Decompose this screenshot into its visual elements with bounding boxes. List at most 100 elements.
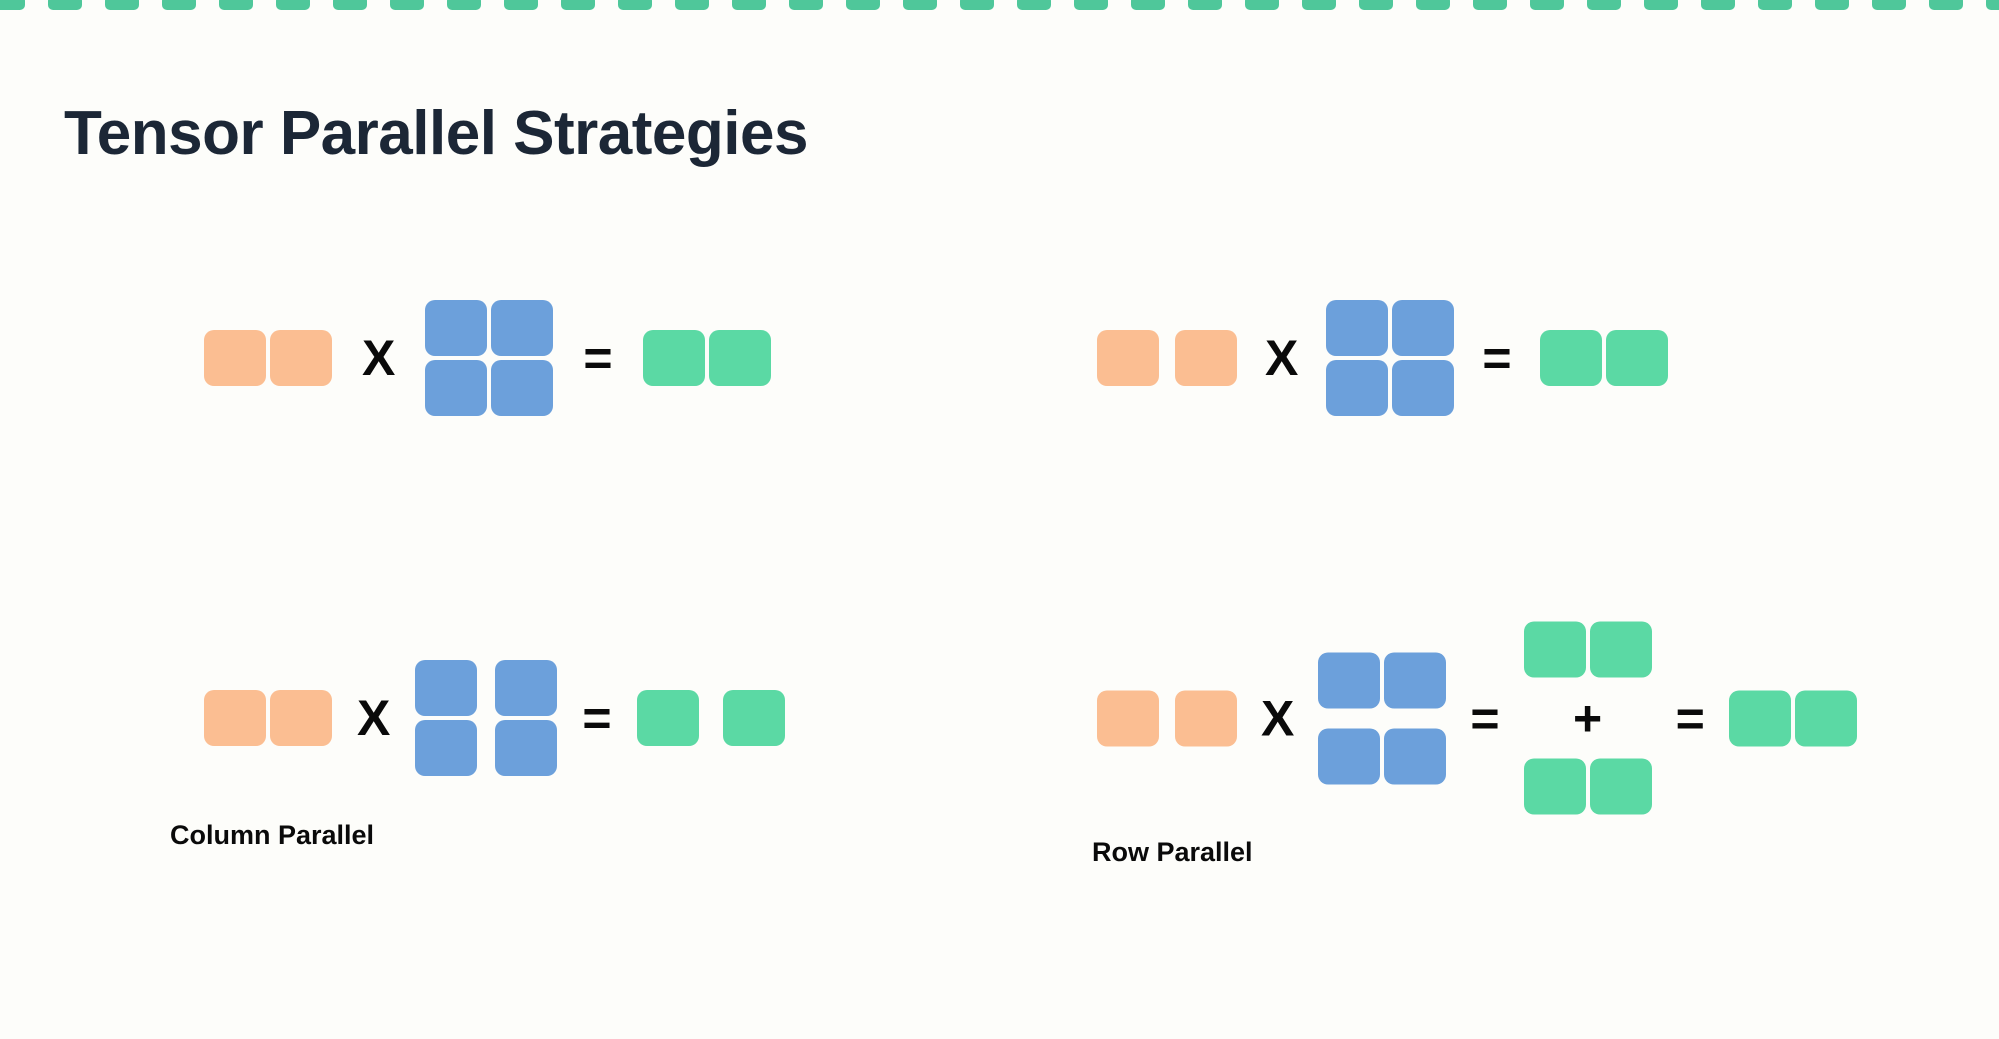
input-block	[1097, 690, 1159, 746]
weight-block	[1384, 728, 1447, 784]
strip-square	[219, 0, 253, 10]
diagram-column-parallel: X=	[204, 660, 785, 776]
weight-block	[1326, 300, 1389, 356]
strip-square	[447, 0, 481, 10]
weight-block	[415, 720, 478, 776]
multiply-symbol: X	[357, 690, 391, 746]
weight-block	[1318, 652, 1381, 708]
strip-square	[504, 0, 538, 10]
equals-symbol: =	[583, 330, 613, 386]
strip-square	[675, 0, 709, 10]
strip-square	[162, 0, 196, 10]
weight-block	[425, 360, 488, 416]
strip-square	[903, 0, 937, 10]
output-block	[1605, 330, 1668, 386]
strip-square	[1815, 0, 1849, 10]
strip-square	[789, 0, 823, 10]
weight-matrix	[425, 300, 554, 416]
strip-square	[1302, 0, 1336, 10]
row-parallel-label: Row Parallel	[1092, 837, 1253, 867]
strip-square	[1530, 0, 1564, 10]
strip-square	[333, 0, 367, 10]
strip-square	[0, 0, 25, 10]
output-vector	[1728, 690, 1857, 746]
input-block	[204, 330, 266, 386]
strip-square	[1245, 0, 1279, 10]
weight-block	[495, 660, 558, 716]
partial-sum-stack: +	[1523, 621, 1652, 815]
multiply-symbol: X	[1261, 690, 1295, 746]
weight-block	[491, 360, 554, 416]
output-vector	[636, 690, 785, 746]
strip-square	[105, 0, 139, 10]
strip-square	[1074, 0, 1108, 10]
weight-block	[491, 300, 554, 356]
strip-square	[561, 0, 595, 10]
input-block	[270, 690, 332, 746]
strip-square	[1359, 0, 1393, 10]
weight-block	[1392, 300, 1455, 356]
input-block	[270, 330, 332, 386]
weight-block	[495, 720, 558, 776]
output-vector	[1523, 758, 1652, 815]
output-block	[1523, 758, 1586, 815]
strip-square	[1131, 0, 1165, 10]
strip-square	[1017, 0, 1051, 10]
strip-square	[1587, 0, 1621, 10]
plus-symbol: +	[1572, 690, 1603, 746]
weight-matrix	[415, 660, 558, 776]
equals-symbol: =	[1482, 330, 1512, 386]
equals-symbol: =	[1675, 690, 1705, 746]
top-decor-strip	[0, 0, 1999, 12]
input-vector	[204, 690, 332, 746]
equals-symbol: =	[1470, 690, 1500, 746]
output-block	[1539, 330, 1602, 386]
equals-symbol: =	[582, 690, 612, 746]
plus-row: +	[1573, 678, 1602, 759]
strip-square	[1986, 0, 1999, 10]
strip-square	[1758, 0, 1792, 10]
input-block	[204, 690, 266, 746]
strip-square	[618, 0, 652, 10]
input-block	[1097, 330, 1159, 386]
output-block	[1523, 621, 1586, 678]
weight-matrix	[1326, 300, 1455, 416]
diagram-baseline-split-input: X=	[1097, 300, 1668, 416]
strip-square	[1872, 0, 1906, 10]
multiply-symbol: X	[362, 330, 396, 386]
weight-block	[1326, 360, 1389, 416]
diagram-row-parallel: X = + =	[1097, 621, 1857, 815]
output-vector	[1523, 621, 1652, 678]
output-vector	[1539, 330, 1668, 386]
strip-square	[1473, 0, 1507, 10]
strip-square	[48, 0, 82, 10]
diagram-baseline-replicated: X=	[204, 300, 771, 416]
weight-block	[425, 300, 488, 356]
multiply-symbol: X	[1265, 330, 1299, 386]
input-vector	[1097, 690, 1237, 746]
input-block	[1175, 690, 1237, 746]
output-block	[636, 690, 699, 746]
strip-square	[846, 0, 880, 10]
strip-square	[960, 0, 994, 10]
output-block	[1728, 690, 1791, 746]
weight-block	[1318, 728, 1381, 784]
output-block	[1589, 621, 1652, 678]
strip-square	[732, 0, 766, 10]
weight-matrix	[1318, 652, 1447, 784]
strip-square	[390, 0, 424, 10]
strip-square	[1416, 0, 1450, 10]
input-vector	[1097, 330, 1237, 386]
strip-square	[276, 0, 310, 10]
input-block	[1175, 330, 1237, 386]
strip-square	[1929, 0, 1963, 10]
output-block	[642, 330, 705, 386]
output-vector	[642, 330, 771, 386]
weight-block	[1384, 652, 1447, 708]
strip-square	[1188, 0, 1222, 10]
column-parallel-label: Column Parallel	[170, 820, 375, 850]
strip-square	[1644, 0, 1678, 10]
output-block	[722, 690, 785, 746]
weight-block	[415, 660, 478, 716]
